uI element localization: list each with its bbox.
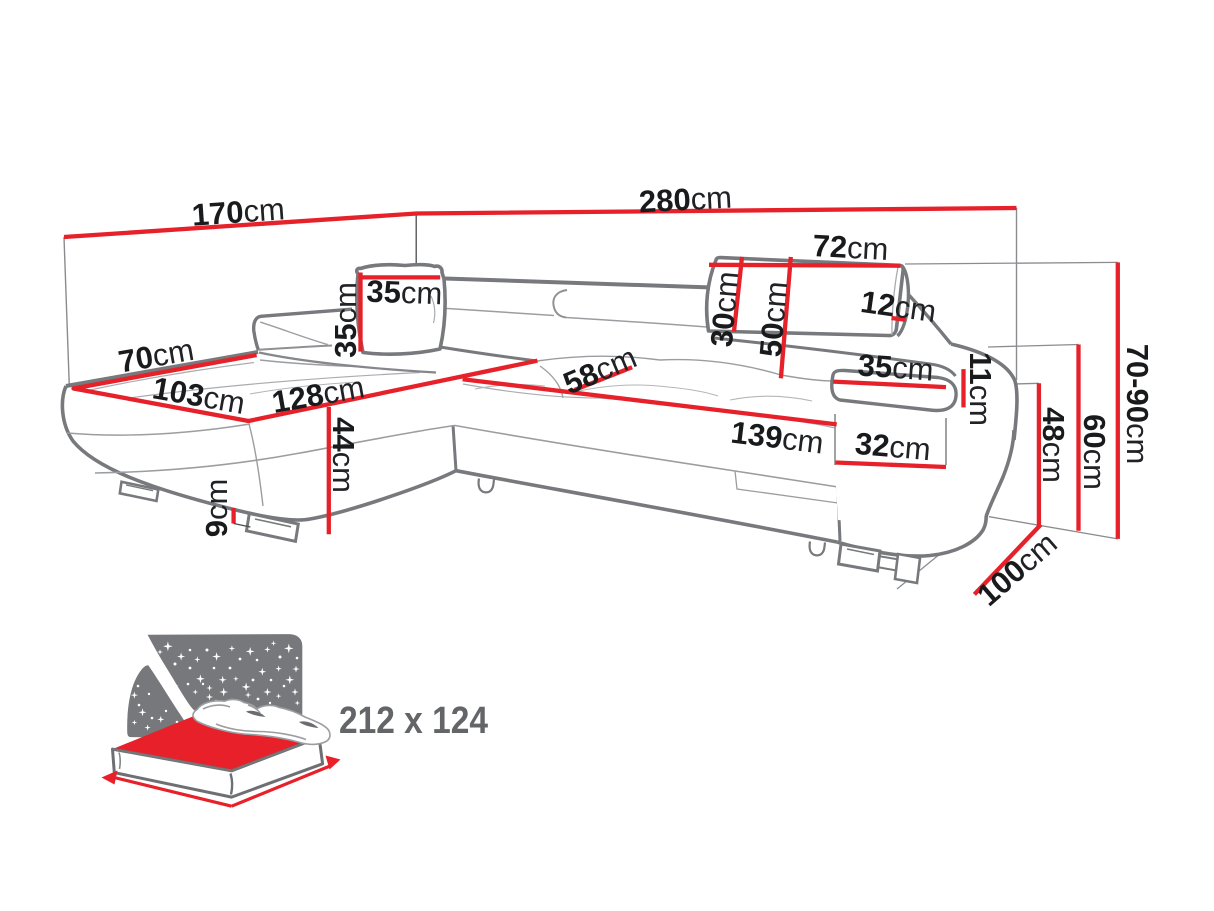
svg-text:12cm: 12cm — [858, 284, 938, 329]
svg-text:103cm: 103cm — [150, 370, 248, 421]
svg-text:128cm: 128cm — [269, 369, 367, 420]
svg-text:9cm: 9cm — [199, 479, 234, 538]
svg-text:280cm: 280cm — [638, 180, 733, 220]
svg-text:139cm: 139cm — [729, 415, 826, 461]
svg-text:170cm: 170cm — [191, 191, 286, 232]
svg-text:11cm: 11cm — [963, 352, 998, 426]
svg-text:35cm: 35cm — [366, 274, 443, 312]
svg-text:50cm: 50cm — [753, 280, 794, 359]
svg-text:70cm: 70cm — [116, 332, 197, 380]
svg-text:212 x 124: 212 x 124 — [339, 700, 488, 742]
svg-text:72cm: 72cm — [812, 228, 890, 267]
svg-text:30cm: 30cm — [704, 270, 745, 349]
svg-text:35cm: 35cm — [328, 282, 363, 358]
svg-text:48cm: 48cm — [1036, 407, 1071, 483]
svg-text:70-90cm: 70-90cm — [1120, 344, 1155, 465]
svg-text:35cm: 35cm — [857, 347, 935, 387]
svg-text:44cm: 44cm — [326, 417, 361, 493]
svg-text:60cm: 60cm — [1077, 414, 1112, 490]
svg-text:32cm: 32cm — [854, 426, 933, 467]
